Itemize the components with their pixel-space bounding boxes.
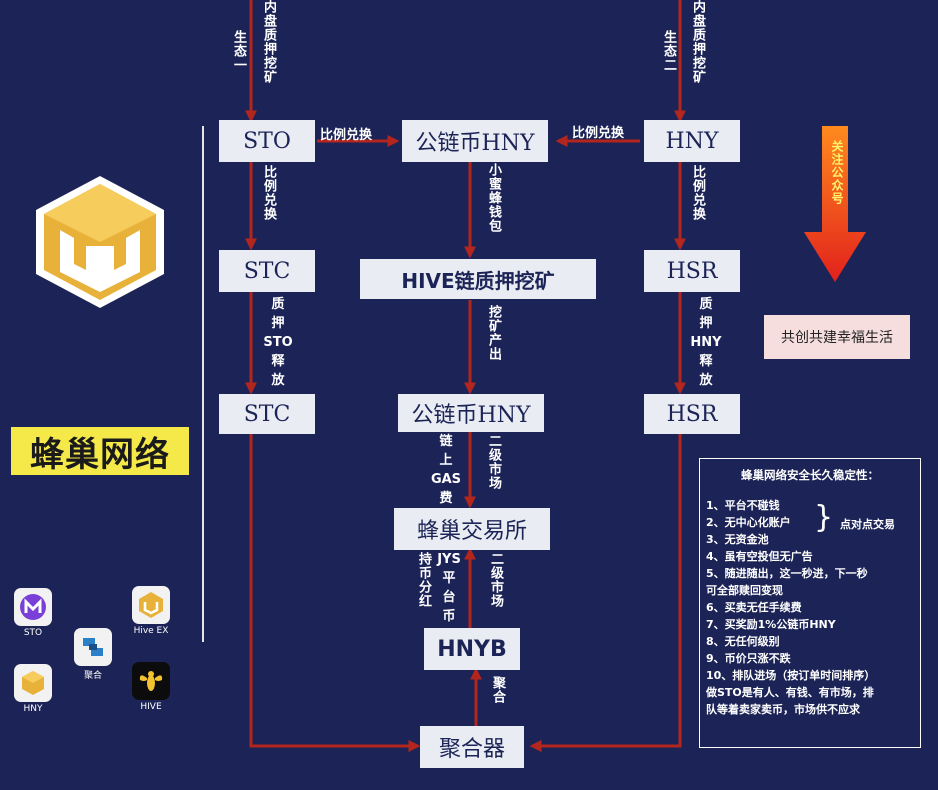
- hive-logo: [28, 172, 172, 312]
- app-label: HNY: [23, 704, 43, 714]
- info-line: 4、虽有空投但无广告: [706, 550, 813, 563]
- info-line: 7、买奖励1%公链币HNY: [706, 618, 836, 631]
- info-line: 9、币价只涨不跌: [706, 652, 791, 665]
- info-line: 8、无任何级别: [706, 635, 780, 648]
- label-secondary-market-1: 二级市场: [486, 434, 501, 490]
- info-line: 10、排队进场（按订单时间排序）: [706, 669, 876, 682]
- label-eco1: 生态一: [231, 30, 246, 72]
- label-ratio-right: 比例兑换: [572, 126, 625, 141]
- app-hny[interactable]: HNY: [12, 664, 54, 714]
- node-aggregator: 聚合器: [420, 726, 524, 768]
- node-stc-2: STC: [219, 394, 315, 434]
- label-internal-mining-1: 内盘质押挖矿: [261, 0, 276, 84]
- hive-bee-app-icon: [132, 662, 170, 700]
- divider-line: [202, 126, 204, 642]
- info-line: 3、无资金池: [706, 533, 769, 546]
- label-eco2: 生态二: [661, 30, 676, 72]
- info-line: 6、买卖无任手续费: [706, 601, 802, 614]
- app-hive-ex[interactable]: Hive EX: [129, 586, 173, 636]
- label-ratio-sto: 比例兑换: [261, 165, 276, 221]
- node-hny-right: HNY: [644, 120, 740, 162]
- node-hny-chain-top: 公链币HNY: [402, 120, 548, 162]
- app-label: 聚合: [83, 671, 102, 681]
- hny-app-icon: [14, 664, 52, 702]
- slogan-badge: 共创共建幸福生活: [764, 315, 910, 359]
- app-hive[interactable]: HIVE: [129, 662, 173, 712]
- label-aggregate: 聚合: [490, 676, 505, 704]
- app-label: STO: [23, 628, 43, 638]
- node-sto: STO: [219, 120, 315, 162]
- brand-title: 蜂巢网络: [11, 427, 189, 475]
- arrow-stc-to-aggregator: [249, 434, 421, 752]
- label-hold-dividend: 持币分红: [416, 552, 431, 608]
- security-info-box: 蜂巢网络安全长久稳定性： 1、平台不碰钱 2、无中心化账户 3、无资金池 4、虽…: [699, 458, 921, 748]
- label-ratio-left: 比例兑换: [320, 128, 373, 143]
- follow-arrow: [804, 126, 866, 282]
- app-sto[interactable]: STO: [12, 588, 54, 638]
- label-pledge-sto: 质 押 STO 释 放: [263, 297, 293, 388]
- node-hsr-1: HSR: [644, 250, 740, 292]
- app-aggregator[interactable]: 聚合: [72, 628, 114, 681]
- info-p2p: 点对点交易: [840, 518, 895, 531]
- follow-label: 关注公众号: [830, 140, 844, 205]
- info-line: 5、随进随出，这一秒进，下一秒: [706, 567, 868, 580]
- label-secondary-market-2: 二级市场: [488, 552, 503, 608]
- brace-icon: }: [814, 500, 834, 535]
- info-line: 1、平台不碰钱: [706, 499, 780, 512]
- label-ratio-hny: 比例兑换: [690, 165, 705, 221]
- node-exchange: 蜂巢交易所: [394, 508, 550, 550]
- hive-ex-app-icon: [132, 586, 170, 624]
- aggregator-app-icon: [74, 628, 112, 666]
- node-hnyb: HNYB: [424, 628, 520, 670]
- info-line: 队等着卖家卖币，市场供不应求: [706, 703, 860, 716]
- info-line: 2、无中心化账户: [706, 516, 791, 529]
- label-wallet: 小蜜蜂钱包: [486, 163, 501, 233]
- label-internal-mining-2: 内盘质押挖矿: [690, 0, 705, 84]
- label-jys-platform-coin: JYS 平 台 币: [437, 552, 461, 624]
- node-hive-mining: HIVE链质押挖矿: [360, 259, 596, 299]
- app-label: Hive EX: [133, 626, 169, 636]
- label-pledge-hny: 质 押 HNY 释 放: [690, 297, 722, 388]
- label-gas-fee: 链 上 GAS 费: [430, 434, 462, 506]
- label-mining-output: 挖矿产出: [486, 305, 501, 361]
- node-hsr-2: HSR: [644, 394, 740, 434]
- node-hny-chain-mid: 公链币HNY: [398, 394, 544, 432]
- info-title: 蜂巢网络安全长久稳定性：: [741, 468, 879, 482]
- sto-app-icon: [14, 588, 52, 626]
- arrow-hsr-to-aggregator: [529, 434, 682, 752]
- info-line: 可全部赎回变现: [706, 584, 783, 597]
- app-label: HIVE: [140, 702, 162, 712]
- node-stc-1: STC: [219, 250, 315, 292]
- info-line: 做STO是有人、有钱、有市场，排: [706, 686, 874, 699]
